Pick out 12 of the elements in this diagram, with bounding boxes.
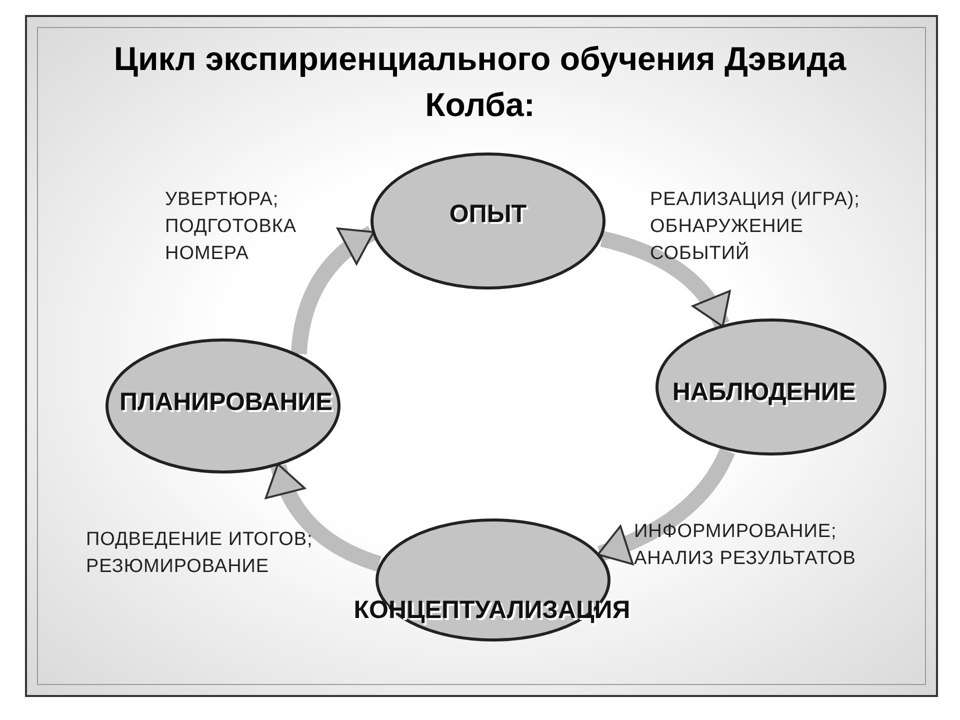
stage-label: НАБЛЮДЕНИЕ [671, 377, 857, 408]
edge-label: ИНФОРМИРОВАНИЕ; АНАЛИЗ РЕЗУЛЬТАТОВ [634, 520, 857, 571]
curved-arrow [597, 448, 735, 564]
edge-label: ПОДВЕДЕНИЕ ИТОГОВ; РЕЗЮМИРОВАНИЕ [86, 528, 314, 579]
stage-label: ПЛАНИРОВАНИЕ [118, 387, 334, 418]
curved-arrow [290, 226, 376, 355]
edge-label: РЕАЛИЗАЦИЯ (ИГРА); ОБНАРУЖЕНИЕ СОБЫТИЙ [650, 188, 861, 266]
stage-label: ОПЫТ [448, 199, 528, 230]
edge-label: УВЕРТЮРА; ПОДГОТОВКА НОМЕРА [165, 188, 298, 266]
curved-arrow [600, 231, 730, 328]
title: Цикл экспириенциального обучения Дэвида Колба: [112, 39, 848, 125]
curved-arrow [266, 463, 382, 572]
